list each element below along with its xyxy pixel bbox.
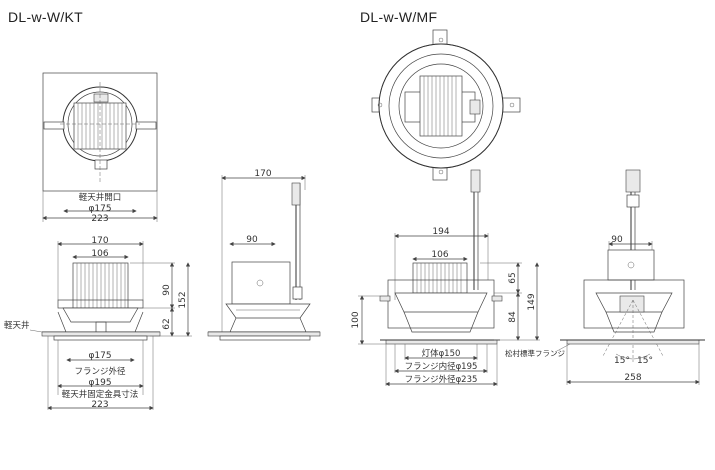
- mf-side-view: [554, 169, 705, 385]
- model-title-kt: DL-w-W/KT: [8, 9, 84, 25]
- kt-front-flange-label: フランジ外径: [74, 366, 126, 377]
- kt-side-view: [207, 175, 321, 341]
- mf-front-w194: 194: [432, 227, 449, 237]
- kt-front-view: [29, 241, 192, 411]
- mf-side-angle-left: 15°: [614, 356, 630, 366]
- mf-front-body-label: 灯体φ150: [422, 348, 461, 359]
- mf-front-w106: 106: [431, 250, 448, 260]
- kt-top-view: [42, 72, 158, 222]
- kt-front-w170: 170: [91, 236, 108, 246]
- kt-front-h90: 90: [162, 284, 172, 296]
- mf-front-outer-label: フランジ外径φ235: [405, 374, 478, 385]
- kt-front-phi175: φ175: [88, 351, 111, 361]
- mf-side-w258: 258: [624, 373, 641, 383]
- kt-side-w170: 170: [254, 169, 271, 179]
- kt-front-fixing-label: 軽天井固定金具寸法: [62, 389, 139, 400]
- model-title-mf: DL-w-W/MF: [360, 9, 438, 25]
- mf-front-h65: 65: [508, 272, 518, 283]
- mf-side-flange-label: 松村標準フランジ: [505, 348, 565, 358]
- kt-front-h152: 152: [178, 291, 188, 308]
- kt-top-phi: φ175: [88, 204, 111, 214]
- mf-side-w90: 90: [611, 235, 623, 245]
- kt-front-ceiling-label: 軽天井: [4, 320, 30, 331]
- mf-front-h100: 100: [351, 311, 361, 328]
- kt-front-w106: 106: [91, 249, 108, 259]
- kt-front-h62: 62: [162, 318, 172, 329]
- mf-side-angle-right: 15°: [637, 356, 653, 366]
- mf-front-h149: 149: [527, 293, 537, 310]
- kt-front-w223: 223: [91, 400, 108, 410]
- mf-front-h84: 84: [508, 311, 518, 323]
- mf-top-view: [371, 29, 521, 181]
- mf-front-view: [358, 169, 540, 387]
- kt-front-phi195: φ195: [88, 378, 111, 388]
- kt-side-w90: 90: [246, 235, 258, 245]
- kt-top-width: 223: [91, 214, 108, 224]
- mf-front-inner-label: フランジ内径φ195: [405, 361, 478, 372]
- kt-top-opening-label: 軽天井開口: [79, 192, 122, 203]
